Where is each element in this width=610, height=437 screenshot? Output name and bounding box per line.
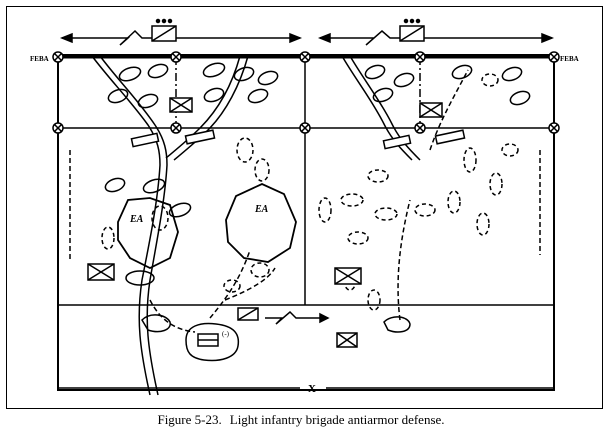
top-unit-symbols [151, 18, 425, 42]
infantry-unit-icon [87, 263, 115, 281]
infantry-unit-symbols [87, 97, 443, 348]
figure-caption: Figure 5-23. Light infantry brigade antia… [0, 412, 610, 428]
figure-number: Figure 5-23. [157, 412, 222, 427]
feba-label-left: FEBA [30, 55, 49, 63]
boundary-markers [52, 51, 560, 134]
antiarmor-unit-icon [151, 18, 177, 42]
movement-routes [69, 69, 541, 333]
engagement-area-left [117, 197, 179, 270]
rear-positions [125, 270, 411, 333]
infantry-unit-icon [334, 267, 362, 285]
rear-boundary-label: X [308, 383, 316, 395]
rear-hq [185, 322, 240, 362]
infantry-unit-icon [336, 332, 358, 348]
comms-lines [265, 310, 330, 325]
hq-designation: (-) [222, 330, 230, 338]
antiarmor-unit-icon [237, 307, 259, 321]
feba-label-right: FEBA [560, 55, 579, 63]
engagement-area-center [225, 183, 297, 263]
road-icon [91, 55, 421, 396]
frontage-arrows [59, 29, 555, 46]
ea-label-left: EA [129, 214, 144, 225]
obstacle-marker-icon [130, 129, 466, 150]
infantry-unit-icon [419, 102, 443, 118]
ea-label-center: EA [254, 204, 269, 215]
antiarmor-unit-icon [399, 18, 425, 42]
fighting-positions [104, 62, 531, 218]
figure-title: Light infantry brigade antiarmor defense… [229, 412, 445, 427]
engagement-areas [117, 183, 297, 270]
infantry-unit-icon [169, 97, 193, 113]
